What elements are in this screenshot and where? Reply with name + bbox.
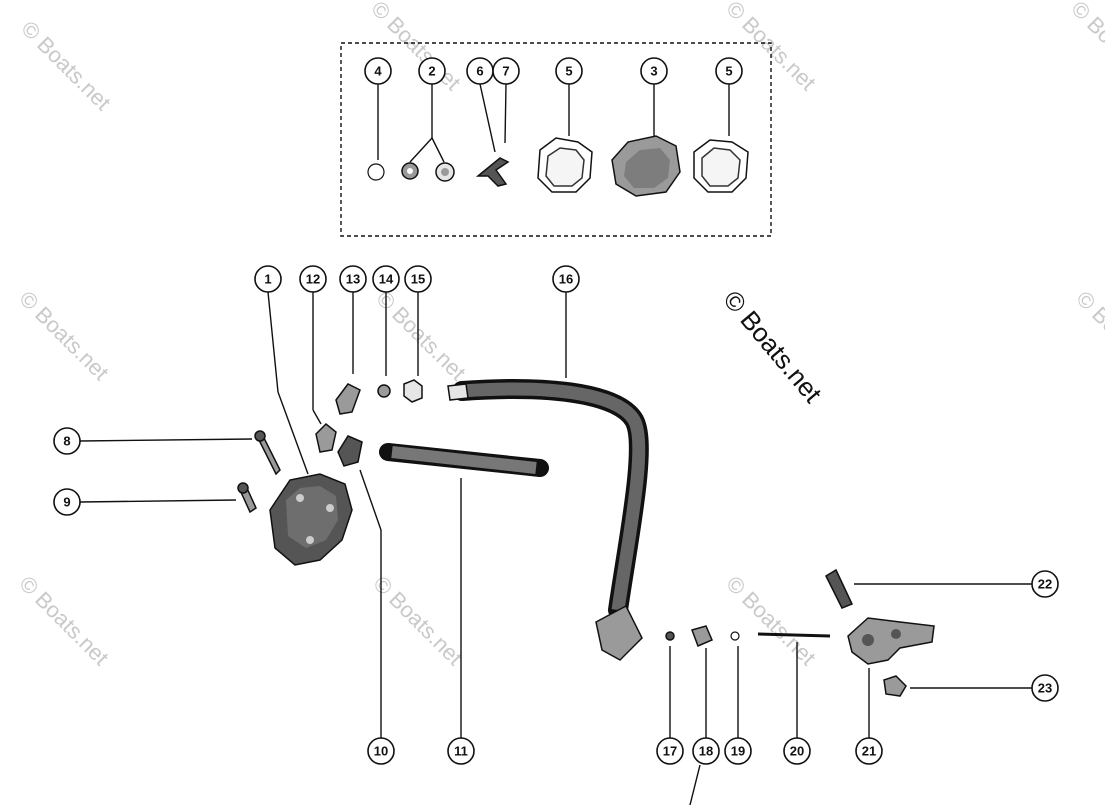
watermark-text: © Boats.net (1071, 286, 1105, 385)
fuel-lines (379, 379, 649, 661)
callout-12: 12 (299, 265, 327, 293)
callout-number: 20 (790, 744, 804, 759)
callout-23: 23 (1031, 674, 1059, 702)
callout-number: 1 (264, 272, 271, 287)
callout-20: 20 (783, 737, 811, 765)
callout-9: 9 (53, 488, 81, 516)
part-15-nut (403, 379, 423, 403)
callout-8: 8 (53, 427, 81, 455)
part-6-valve (475, 157, 510, 187)
callout-5: 5 (715, 57, 743, 85)
kit-parts (367, 135, 749, 197)
callout-number: 3 (650, 64, 657, 79)
callout-number: 8 (63, 434, 70, 449)
callout-11: 11 (447, 737, 475, 765)
part-13-elbow (335, 383, 361, 415)
hose-elbow-fitting (595, 604, 643, 661)
callout-number: 16 (559, 272, 573, 287)
callout-number: 15 (411, 272, 425, 287)
watermark-text: © Boats.net (14, 286, 113, 385)
part-14-sleeve (377, 384, 391, 398)
filter-assembly (665, 568, 935, 697)
part-4-ball (367, 163, 385, 181)
watermark-text: © Boats.net (368, 571, 467, 670)
callout-number: 5 (725, 64, 732, 79)
callout-17: 17 (656, 737, 684, 765)
callout-14: 14 (372, 265, 400, 293)
part-19-seal (730, 631, 740, 641)
callout-2: 2 (418, 57, 446, 85)
background-watermarks: © Boats.net © Boats.net © Boats.net © Bo… (14, 0, 1105, 670)
part-21-valve-body (847, 617, 935, 665)
pump-assembly (237, 379, 423, 566)
callout-3: 3 (640, 57, 668, 85)
main-watermark: © Boats.net (717, 285, 828, 409)
part-12-fitting (315, 422, 337, 453)
callout-18: 18 (692, 737, 720, 765)
watermark-text: © Boats.net (721, 571, 820, 670)
callout-number: 9 (63, 495, 70, 510)
callout-number: 2 (428, 64, 435, 79)
repair-kit-box (340, 42, 772, 237)
leader-lines (79, 83, 1032, 806)
callout-number: 19 (731, 744, 745, 759)
callout-number: 4 (374, 64, 382, 79)
callout-6: 6 (466, 57, 494, 85)
part-18-fitting (691, 625, 713, 647)
callout-number: 11 (454, 744, 468, 759)
callout-number: 7 (502, 64, 509, 79)
callout-number: 5 (565, 64, 572, 79)
callout-4: 4 (364, 57, 392, 85)
callout-number: 17 (663, 744, 677, 759)
callout-number: 12 (306, 272, 320, 287)
watermark-text: © Boats.net (14, 571, 113, 670)
part-22-screw (825, 568, 854, 609)
callout-number: 10 (374, 744, 388, 759)
callout-19: 19 (724, 737, 752, 765)
part-20-screen (757, 632, 831, 638)
callout-number: 6 (476, 64, 483, 79)
callout-number: 21 (862, 744, 876, 759)
callout-15: 15 (404, 265, 432, 293)
callout-7: 7 (492, 57, 520, 85)
callout-number: 13 (346, 272, 360, 287)
callout-16: 16 (552, 265, 580, 293)
callout-10: 10 (367, 737, 395, 765)
part-17-washer (665, 631, 675, 641)
callout-labels: 4 2 6 7 5 3 5 1 12 13 14 15 16 8 9 22 23 10 11 17 18 19 20 21 (53, 57, 1059, 765)
part-16-fuel-hose (452, 379, 649, 620)
watermark-text: © Boats.net (16, 16, 115, 115)
part-10-elbow (337, 435, 363, 467)
part-23-nut (883, 675, 907, 697)
callout-22: 22 (1031, 570, 1059, 598)
callout-5: 5 (555, 57, 583, 85)
callout-1: 1 (254, 265, 282, 293)
callout-21: 21 (855, 737, 883, 765)
callout-13: 13 (339, 265, 367, 293)
callout-number: 22 (1038, 577, 1052, 592)
callout-number: 23 (1038, 681, 1052, 696)
callout-number: 14 (379, 272, 394, 287)
callout-number: 18 (699, 744, 713, 759)
watermark-text: © Boats.net (1066, 0, 1105, 95)
